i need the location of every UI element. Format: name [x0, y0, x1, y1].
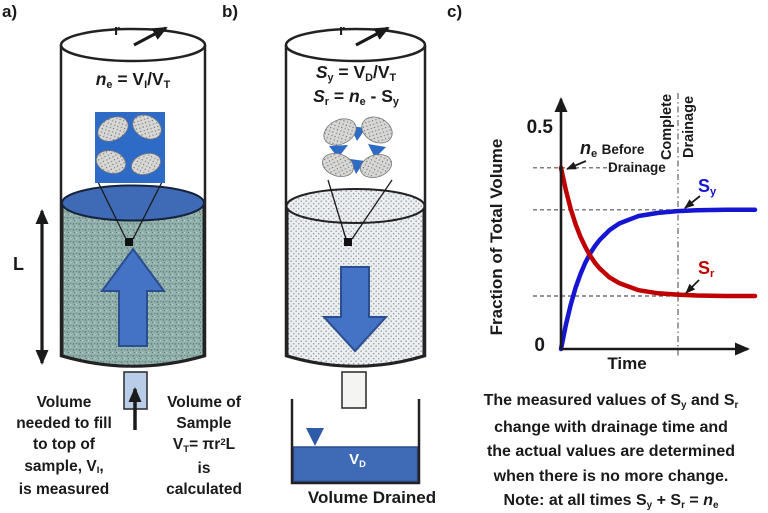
water-top-ellipse	[61, 184, 205, 222]
sy-curve	[558, 207, 758, 352]
radius-arrow-b	[355, 26, 390, 47]
cylinder-b-top	[284, 27, 427, 63]
caption-a-right: Volume of Sample VT= πr2L is calculated	[166, 394, 242, 498]
outlet-tube-b	[341, 371, 367, 409]
sample-b-top	[285, 188, 426, 224]
y-axis-title: Fraction of Total Volume	[487, 138, 506, 336]
volume-drained-value-label: VD	[349, 451, 366, 469]
sr-annotation-arrow	[685, 279, 700, 294]
ne-word-before: Before	[601, 142, 645, 157]
sy-curve-label: Sy	[698, 176, 717, 199]
panel-b-label: b)	[222, 2, 239, 21]
zoom-point-a	[125, 238, 133, 246]
radius-arrow-a	[133, 26, 168, 47]
specific-retention-formula: Sr = ne - Sy	[313, 86, 399, 109]
pebbles-b	[322, 116, 393, 178]
zoom-point-b	[344, 238, 352, 246]
sy-annotation-arrow	[684, 195, 701, 209]
radius-label-a: r	[114, 22, 120, 39]
ytick-0-5: 0.5	[526, 117, 553, 138]
drainage-label: Drainage	[681, 95, 697, 159]
beaker	[290, 399, 421, 485]
sr-curve-label: Sr	[698, 258, 715, 281]
panel-c-label: c)	[447, 2, 463, 21]
sample-a	[61, 184, 205, 367]
ne-word-drainage: Drainage	[608, 159, 666, 175]
radius-label-b: r	[339, 22, 345, 39]
water-level-marker	[306, 428, 324, 446]
fill-up-arrow-a	[100, 247, 166, 347]
chart	[533, 93, 758, 357]
ne-annotation: ne Before Drainage	[580, 137, 666, 176]
beaker-caption: Volume Drained	[307, 488, 437, 507]
inlet-tube-a	[123, 371, 148, 430]
caption-a-left: Volume needed to fill to top of sample, …	[16, 394, 112, 498]
pebbles-a	[95, 114, 162, 175]
sr-curve	[558, 165, 758, 299]
panel-a-label: a)	[2, 2, 18, 21]
cylinder-a-top	[59, 27, 207, 63]
length-label: L	[13, 254, 24, 274]
beaker-water	[292, 446, 419, 483]
ne-symbol: ne	[580, 138, 598, 161]
x-axis-title: Time	[607, 354, 647, 373]
porosity-formula: ne = VI/VT	[95, 69, 171, 92]
inset-a	[95, 112, 165, 246]
ytick-0: 0	[534, 335, 545, 356]
drain-down-arrow-b	[321, 266, 389, 353]
inset-b	[322, 116, 393, 246]
ne-annotation-arrow	[566, 160, 587, 170]
caption-c: The measured values of Sy and Sr change …	[483, 392, 739, 512]
specific-yield-formula: Sy = VD/VT	[315, 62, 397, 85]
